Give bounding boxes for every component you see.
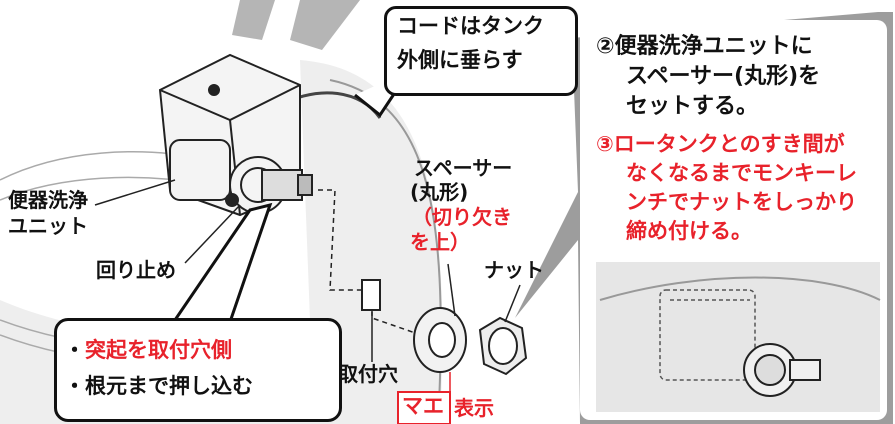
step3-line1: ③ロータンクとのすき間が	[596, 132, 845, 156]
mae-box	[397, 391, 451, 424]
bullet-dot: ・	[64, 338, 85, 362]
spacer-note-line1: （切り欠き	[412, 205, 512, 229]
mae-label: マエ	[402, 394, 444, 418]
cord-callout-line2: 外側に垂らす	[397, 48, 523, 72]
spacer-label-line1: スペーサー	[414, 156, 513, 180]
stopper-label: 回り止め	[96, 258, 176, 282]
step3-line2: なくなるまでモンキーレ	[626, 161, 857, 185]
step3-line3: ンチでナットをしっかり	[626, 190, 857, 214]
unit-label-line1: 便器洗浄	[8, 188, 88, 212]
step2-line1: ②便器洗浄ユニットに	[596, 34, 813, 59]
hole-label: 取付穴	[338, 362, 398, 386]
bullet-box	[54, 318, 342, 422]
step3-line4: 締め付ける。	[626, 219, 752, 243]
bullet-item-1-body: 突起を取付穴側	[85, 338, 232, 362]
detail-photo	[596, 262, 880, 412]
bullet-item-1: ・突起を取付穴側	[64, 338, 232, 363]
unit-label-line2: ユニット	[8, 214, 88, 238]
step2-line3: セットする。	[626, 94, 759, 119]
top-beam-right	[290, 0, 360, 50]
mounting-hole	[361, 279, 381, 311]
nut-part	[478, 316, 528, 376]
bullet-item-1-text: ・突起を取付穴側	[64, 338, 232, 362]
flush-unit	[158, 53, 313, 217]
detail-photo-nut	[743, 343, 821, 397]
cord-callout-line1: コードはタンク	[397, 14, 544, 38]
cord-callout	[384, 6, 578, 96]
alignment-dashed-line	[318, 189, 451, 346]
spacer-label-line2: (丸形)	[410, 180, 469, 204]
spacer-note-line2: を上）	[410, 230, 470, 254]
detail-photo-unit	[659, 289, 756, 381]
top-beam-left	[232, 0, 275, 40]
step2-line2: スペーサー(丸形)を	[626, 64, 821, 89]
display-label: 表示	[454, 396, 494, 420]
nut-label: ナット	[484, 258, 544, 282]
spacer-ring	[413, 307, 467, 373]
bullet-item-2: ・根元まで押し込む	[64, 374, 253, 398]
